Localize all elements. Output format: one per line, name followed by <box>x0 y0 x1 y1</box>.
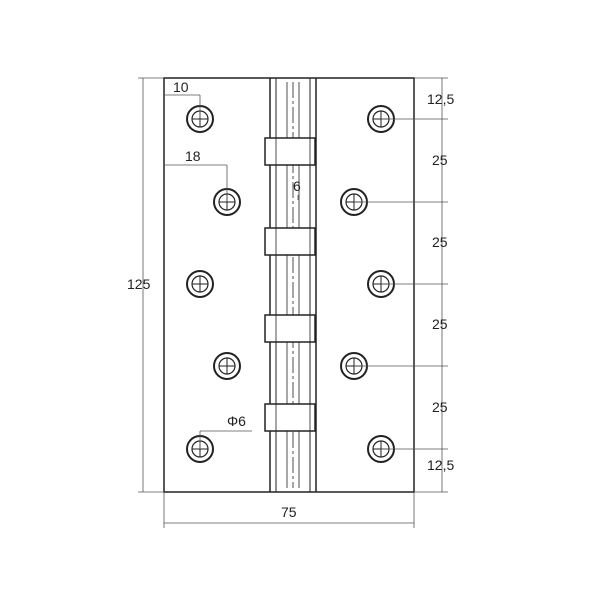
screw-hole-icon <box>186 270 214 298</box>
dimension-lines <box>138 77 448 528</box>
hinge-outline <box>163 77 415 493</box>
knuckle-joints <box>264 137 316 432</box>
knuckle-joint-shading <box>275 138 311 431</box>
knuckle-joint-3 <box>264 314 316 343</box>
knuckle-joint-4 <box>264 403 316 432</box>
hole-diameter-label: Φ6 <box>227 413 246 429</box>
knuckle-joint-2 <box>264 227 316 256</box>
overall-width-label: 75 <box>281 504 297 520</box>
pin-diameter-label: 6 <box>293 178 301 194</box>
spacing-label-1: 12,5 <box>427 91 454 107</box>
dimension-labels: 125 75 10 18 6 Φ6 12,5 25 25 25 25 12,5 <box>127 79 454 520</box>
knuckle-joint-1 <box>264 137 316 166</box>
top-hole-offset-label: 10 <box>173 79 189 95</box>
spacing-label-3: 25 <box>432 234 448 250</box>
screw-hole-icon <box>213 352 241 380</box>
spacing-label-5: 25 <box>432 399 448 415</box>
spacing-label-6: 12,5 <box>427 457 454 473</box>
spacing-label-2: 25 <box>432 152 448 168</box>
spacing-label-4: 25 <box>432 316 448 332</box>
overall-height-label: 125 <box>127 276 151 292</box>
second-hole-offset-label: 18 <box>185 148 201 164</box>
